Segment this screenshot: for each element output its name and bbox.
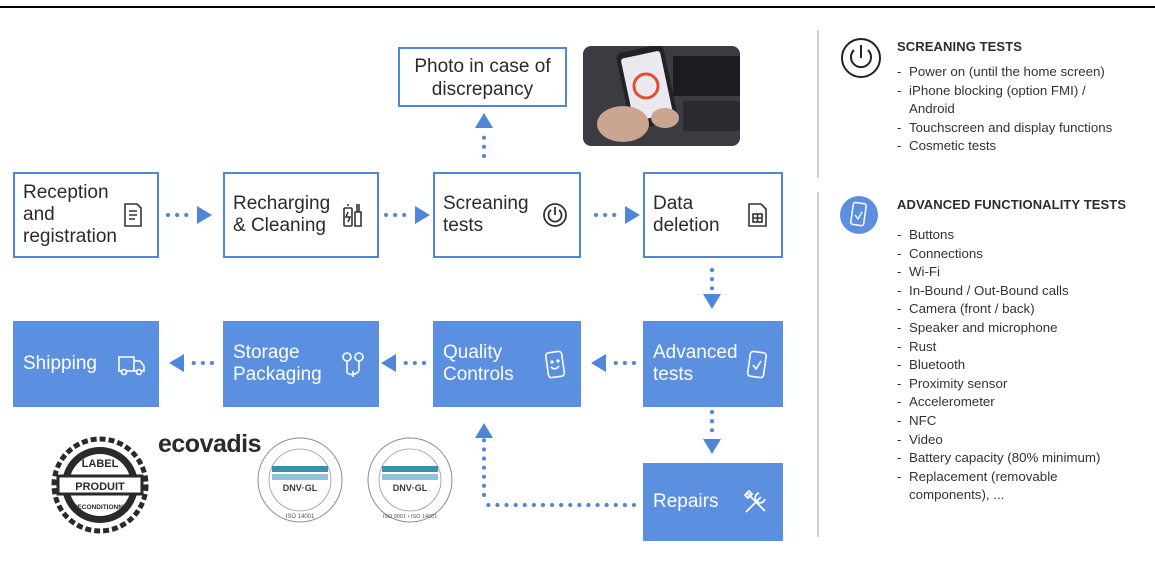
list-item: Accelerometer [897, 393, 1100, 412]
shipping-label: Shipping [23, 353, 97, 374]
quality-label: Quality Controls [443, 342, 514, 385]
list-item: In-Bound / Out-Bound calls [897, 282, 1100, 301]
screening-label: Screaning tests [443, 193, 529, 236]
reception-label: Reception and registration [23, 182, 117, 247]
truck-icon [118, 356, 145, 376]
photo-discrepancy-box: Photo in case of discrepancy [398, 47, 567, 107]
earphones-icon [342, 352, 364, 377]
list-item: Wi-Fi [897, 263, 1100, 282]
storage-box: Storage Packaging [223, 321, 379, 407]
screening-section-title: SCREANING TESTS [897, 39, 1023, 54]
phone-test-photo [583, 46, 740, 146]
charging-cleaning-icon [343, 204, 362, 227]
repairs-box: Repairs [643, 463, 783, 541]
sim-card-icon [748, 203, 767, 227]
list-item: Connections [897, 245, 1100, 264]
advanced-list: Buttons Connections Wi-Fi In-Bound / Out… [897, 226, 1100, 505]
list-item: Bluetooth [897, 356, 1100, 375]
list-item: iPhone blocking (option FMI) / Android [897, 82, 1112, 119]
list-item: Cosmetic tests [897, 137, 1112, 156]
advanced-section-title: ADVANCED FUNCTIONALITY TESTS [897, 197, 1127, 212]
ecovadis-logo: ecovadis [158, 430, 262, 458]
top-rule [0, 6, 1155, 8]
power-icon [543, 203, 567, 227]
recharging-box: Recharging & Cleaning [223, 172, 379, 258]
reception-box: Reception and registration [13, 172, 159, 258]
document-icon [124, 203, 142, 227]
recharging-label: Recharging & Cleaning [233, 193, 331, 236]
list-item: Replacement (removable components), ... [897, 468, 1100, 505]
phone-check-icon [746, 350, 768, 379]
screening-list: Power on (until the home screen) iPhone … [897, 63, 1112, 156]
list-item: Battery capacity (80% minimum) [897, 449, 1100, 468]
list-item: Camera (front / back) [897, 300, 1100, 319]
advanced-box: Advanced tests [643, 321, 783, 407]
tools-icon [743, 489, 766, 513]
data-deletion-box: Data deletion [643, 172, 783, 258]
list-item: Rust [897, 338, 1100, 357]
screening-box: Screaning tests [433, 172, 581, 258]
list-item: Buttons [897, 226, 1100, 245]
divider-bottom [817, 192, 819, 537]
photo-discrepancy-label: Photo in case of discrepancy [414, 56, 551, 100]
shipping-box: Shipping [13, 321, 159, 407]
list-item: NFC [897, 412, 1100, 431]
list-item: Touchscreen and display functions [897, 119, 1112, 138]
repairs-label: Repairs [653, 491, 719, 512]
advanced-label: Advanced tests [653, 342, 738, 385]
list-item: Proximity sensor [897, 375, 1100, 394]
list-item: Video [897, 431, 1100, 450]
smiley-phone-icon [544, 350, 566, 379]
list-item: Power on (until the home screen) [897, 63, 1112, 82]
list-item: Speaker and microphone [897, 319, 1100, 338]
arrow-head [197, 206, 212, 224]
data-deletion-label: Data deletion [653, 193, 720, 236]
storage-label: Storage Packaging [233, 342, 322, 385]
quality-box: Quality Controls [433, 321, 581, 407]
divider-top [817, 30, 819, 178]
